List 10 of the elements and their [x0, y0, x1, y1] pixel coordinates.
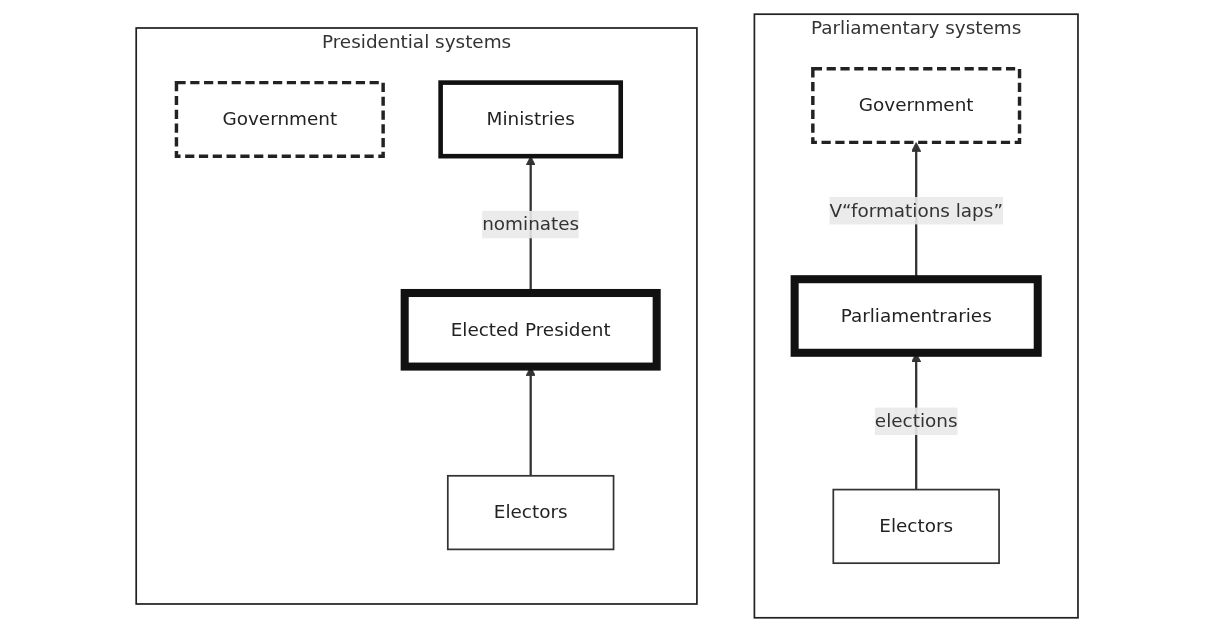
- node-box: Government: [811, 67, 1022, 145]
- node-box: Government: [175, 80, 386, 158]
- edge-label: V“formations laps”: [829, 199, 1004, 222]
- edge-label: elections: [875, 409, 958, 432]
- node-box: Parliamentraries: [791, 275, 1043, 357]
- node-box: Electors: [447, 474, 615, 551]
- edge-label: nominates: [482, 213, 580, 235]
- node-box: Ministries: [438, 80, 624, 159]
- node-box: Electors: [832, 488, 1001, 565]
- node-box: Elected President: [401, 288, 662, 371]
